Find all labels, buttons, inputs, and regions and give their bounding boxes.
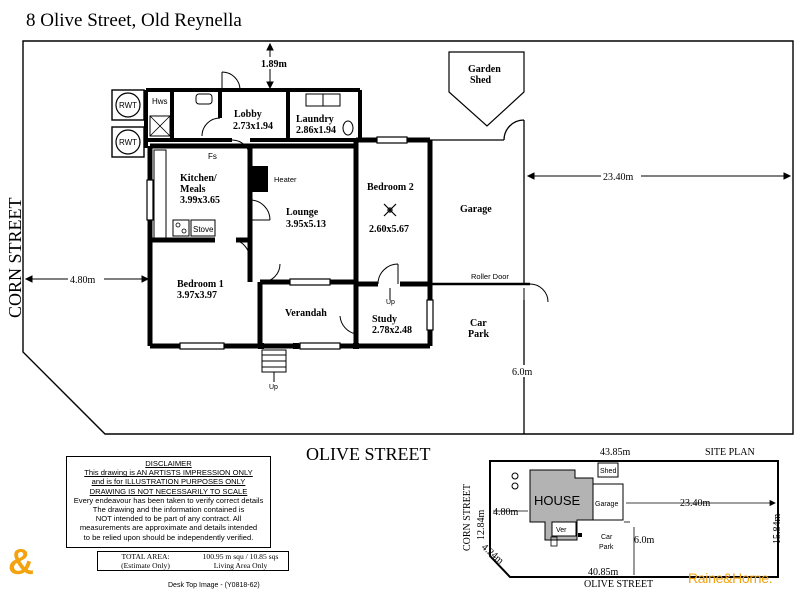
disclaimer-line-6: NOT intended to be part of any contract.… [95,514,242,524]
site-boundary [489,460,779,578]
disclaimer-box: DISCLAIMER This drawing is AN ARTISTS IM… [66,456,271,548]
site-shed-label: Shed [600,468,616,475]
dim-left: 4.80m [70,275,96,286]
toilet-wc [195,93,213,105]
carpark-label-1: Car [470,318,487,329]
lounge-dims: 3.95x5.13 [286,219,326,230]
shed-label-1: Garden [468,64,501,75]
carpark-label-2: Park [468,329,490,340]
site-ver-label: Ver [556,527,567,534]
up-label-2: Up [386,299,395,306]
site-shed [597,462,619,478]
disclaimer-heading: DISCLAIMER [145,459,192,468]
stove-label: Stove [193,225,214,234]
fs-label: Fs [208,152,217,161]
disclaimer-line-7: measurements are approximate and details… [79,523,258,533]
site-bottom-dim: 40.85m [588,567,619,578]
shed-label-2: Shed [470,75,492,86]
ceiling-fan-icon [383,203,397,217]
kitchen-dims: 3.99x3.65 [180,195,220,206]
laundry-toilet [342,120,354,136]
lounge-label: Lounge [286,207,319,218]
area-value-1: 100.95 m squ / 10.85 sqs [202,552,279,561]
site-car-label-1: Car [601,534,613,541]
bedroom1-dims: 3.97x3.97 [177,290,217,301]
dim-top: 1.89m [261,59,288,70]
kitchen-bench [153,149,167,239]
area-value-2: Living Area Only [213,560,268,570]
raine-horne-logo-icon: & [8,541,34,582]
page-title: 8 Olive Street, Old Reynella [26,10,242,31]
site-setback-dim: 4.80m [493,507,519,518]
garden-shed [448,51,525,127]
site-corn-street: CORN STREET [462,484,473,551]
site-garage [592,483,624,521]
study-label: Study [372,314,397,325]
disclaimer-line-5: The drawing and the information containe… [92,505,245,515]
site-house-label: HOUSE [534,493,581,508]
stove [190,219,216,237]
roller-door-label: Roller Door [471,272,509,281]
kitchen-label-1: Kitchen/ [180,173,217,184]
kitchen-sink [172,219,190,237]
site-garage-dist-dim: 23.40m [680,498,711,509]
site-garage-label: Garage [595,501,618,508]
site-left-dim: 12.84m [476,510,487,541]
shower [149,115,171,137]
disclaimer-line-3: DRAWING IS NOT NECESSARILY TO SCALE [89,486,248,496]
lobby-dims: 2.73x1.94 [233,121,273,132]
site-olive-street: OLIVE STREET [584,579,653,590]
disclaimer-line-2: and is for ILLUSTRATION PURPOSES ONLY [91,477,246,487]
area-value-cell: 100.95 m squ / 10.85 sqs Living Area Onl… [193,552,288,570]
lot-boundary [22,40,794,435]
laundry-label: Laundry [296,114,334,125]
rwt-label-1: RWT [119,101,137,110]
corn-street-label: CORN STREET [5,197,25,318]
site-house [529,469,594,541]
disclaimer-line-8: to be relied upon should be independentl… [83,532,254,542]
area-label-2: (Estimate Only) [121,560,170,570]
up-label-1: Up [269,384,278,391]
laundry-dims: 2.86x1.94 [296,125,336,136]
bedroom2-dims: 2.60x5.67 [369,224,409,235]
site-right-dim: 15.84m [772,514,783,545]
lobby-label: Lobby [234,109,262,120]
dim-right: 23.40m [603,172,634,183]
disclaimer-line-4: Every endeavour has been taken to verify… [73,495,264,505]
kitchen-label-2: Meals [180,184,206,195]
front-steps [261,349,287,382]
site-diag-dim: 4.24m [479,542,506,567]
hws-label: Hws [152,97,168,106]
bedroom2-label: Bedroom 2 [367,182,414,193]
windows [146,136,434,350]
study-dims: 2.78x2.48 [372,325,412,336]
site-top-dim: 43.85m [600,447,631,458]
bedroom1-label: Bedroom 1 [177,279,224,290]
verandah-label: Verandah [285,308,327,319]
site-verandah [551,521,577,537]
total-area-box: TOTAL AREA: (Estimate Only) 100.95 m squ… [97,551,289,571]
area-label-1: TOTAL AREA: [121,552,170,561]
heater [252,166,268,192]
rear-wing-walls [144,88,362,148]
heater-label: Heater [274,175,297,184]
site-carpark-dim: 6.0m [634,535,655,546]
footer-ref: Desk Top Image - (Y0818-62) [168,582,260,589]
brand-name: Raine&Horne. [688,570,773,586]
garage-label: Garage [460,204,492,215]
area-label-cell: TOTAL AREA: (Estimate Only) [98,552,193,570]
disclaimer-line-1: This drawing is AN ARTISTS IMPRESSION ON… [84,468,253,478]
olive-street-label: OLIVE STREET [306,444,430,464]
rwt-label-2: RWT [119,138,137,147]
dim-carpark: 6.0m [512,367,533,378]
dimension-lines [24,42,792,432]
site-car-label-2: Park [599,544,614,551]
site-plan-title: SITE PLAN [705,447,755,458]
